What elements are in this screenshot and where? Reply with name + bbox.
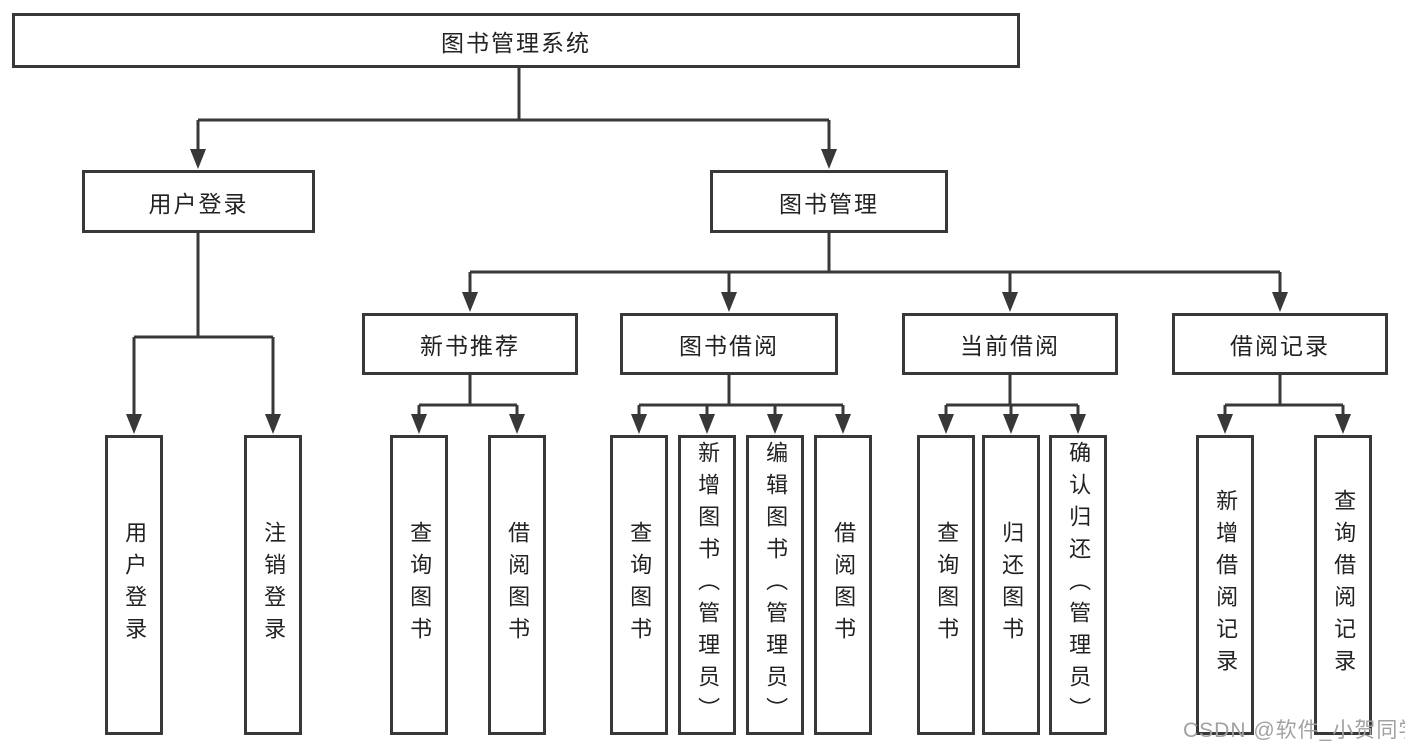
leaf-label: 查询借阅记录 <box>1331 489 1357 681</box>
arrowhead-icon <box>699 414 715 434</box>
node-current-borrowing: 当前借阅 <box>902 313 1118 375</box>
node-user-login: 用户登录 <box>82 170 315 233</box>
arrowhead-icon <box>462 292 478 312</box>
leaf-user-login: 用户登录 <box>105 435 163 735</box>
arrowhead-icon <box>1003 414 1019 434</box>
leaf-query-books-borrowing: 查询图书 <box>610 435 668 735</box>
arrowhead-icon <box>126 414 142 434</box>
leaf-logout: 注销登录 <box>244 435 302 735</box>
arrowhead-icon <box>1070 414 1086 434</box>
node-borrowing-records: 借阅记录 <box>1172 313 1388 375</box>
connector-book-borrow-branch <box>637 375 845 420</box>
leaf-borrow-books-recommend: 借阅图书 <box>488 435 546 735</box>
leaf-edit-book-admin: 编辑图书（管理员） <box>746 435 804 735</box>
leaf-label: 编辑图书（管理员） <box>763 441 789 729</box>
connector-root-to-level2 <box>196 68 831 154</box>
leaf-label: 注销登录 <box>261 521 287 649</box>
connector-book-management-branch <box>468 233 1282 297</box>
leaf-label: 用户登录 <box>122 521 148 649</box>
leaf-label: 归还图书 <box>999 521 1025 649</box>
leaf-add-borrow-record: 新增借阅记录 <box>1196 435 1254 735</box>
leaf-label: 借阅图书 <box>505 521 531 649</box>
leaf-confirm-return-admin: 确认归还（管理员） <box>1049 435 1107 735</box>
leaf-query-books-current: 查询图书 <box>917 435 975 735</box>
leaf-label: 查询图书 <box>934 521 960 649</box>
leaf-label: 新增借阅记录 <box>1213 489 1239 681</box>
connector-current-borrow-branch <box>944 375 1080 420</box>
leaf-label: 查询图书 <box>627 521 653 649</box>
arrowhead-icon <box>721 292 737 312</box>
arrowhead-icon <box>1272 292 1288 312</box>
leaf-label: 确认归还（管理员） <box>1066 441 1092 729</box>
leaf-borrow-books-borrowing: 借阅图书 <box>814 435 872 735</box>
leaf-query-books-recommend: 查询图书 <box>390 435 448 735</box>
node-book-borrowing: 图书借阅 <box>620 313 838 375</box>
arrowhead-icon <box>1335 414 1351 434</box>
arrowhead-icon <box>509 414 525 434</box>
leaf-query-borrow-record: 查询借阅记录 <box>1314 435 1372 735</box>
arrowheads <box>126 149 1351 434</box>
connector-user-login-branch <box>132 233 275 420</box>
connector-borrow-records-branch <box>1223 375 1345 420</box>
arrowhead-icon <box>938 414 954 434</box>
connector-new-book-branch <box>417 375 519 420</box>
arrowhead-icon <box>190 149 206 169</box>
leaf-label: 查询图书 <box>407 521 433 649</box>
leaf-add-book-admin: 新增图书（管理员） <box>678 435 736 735</box>
node-book-management: 图书管理 <box>710 170 948 233</box>
leaf-label: 新增图书（管理员） <box>695 441 721 729</box>
csdn-watermark: CSDN @软件_小贺同学 <box>1183 719 1405 742</box>
arrowhead-icon <box>1217 414 1233 434</box>
leaf-return-books: 归还图书 <box>982 435 1040 735</box>
node-library-management-system: 图书管理系统 <box>12 13 1020 68</box>
arrowhead-icon <box>631 414 647 434</box>
arrowhead-icon <box>1002 292 1018 312</box>
node-new-book-recommendation: 新书推荐 <box>362 313 578 375</box>
arrowhead-icon <box>821 149 837 169</box>
arrowhead-icon <box>265 414 281 434</box>
leaf-label: 借阅图书 <box>831 521 857 649</box>
arrowhead-icon <box>767 414 783 434</box>
arrowhead-icon <box>411 414 427 434</box>
arrowhead-icon <box>835 414 851 434</box>
